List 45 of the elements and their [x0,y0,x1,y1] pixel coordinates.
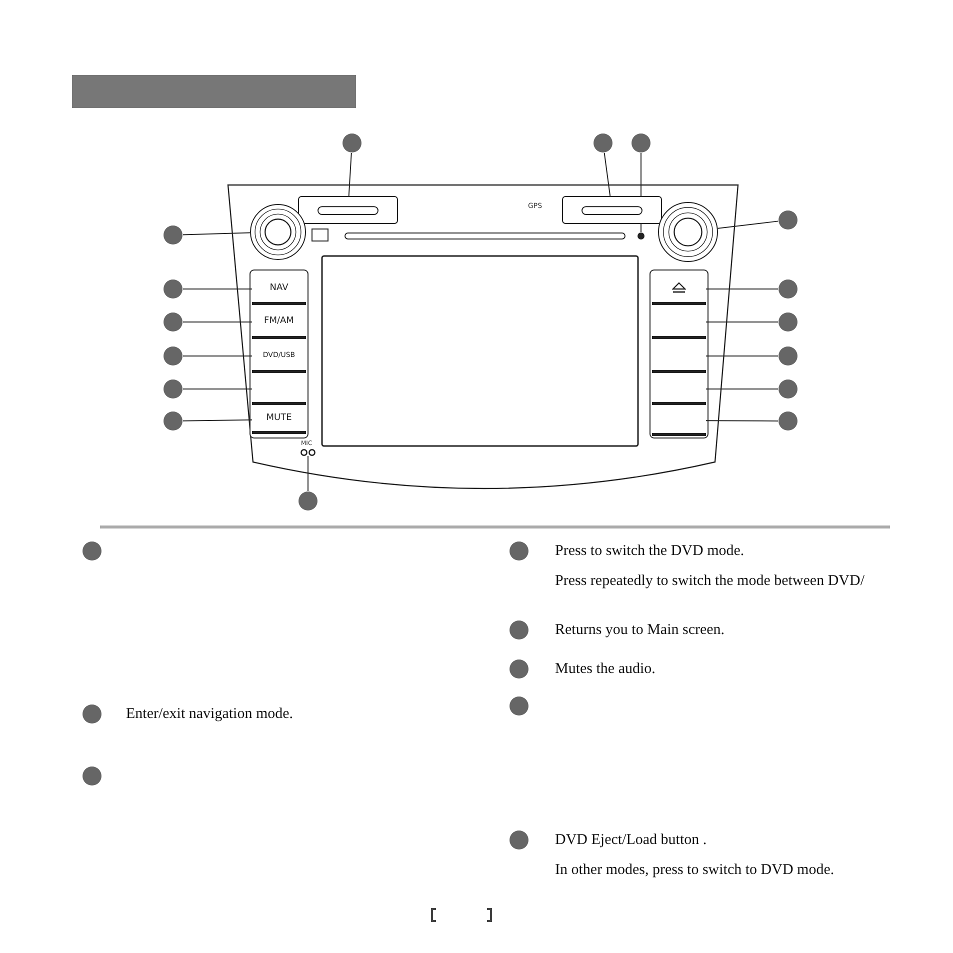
callout-circle [298,491,318,511]
description-text: Press to switch the DVD mode. [555,542,744,561]
leader-line [706,288,778,290]
leader-line [182,288,252,290]
card-slot [298,196,398,224]
callout-circle [163,312,183,332]
description-text: Mutes the audio. [555,660,656,679]
panel-button: MUTE [252,405,306,434]
leader-line [717,220,779,229]
callout-circle [778,346,798,366]
bullet-circle [509,696,529,716]
reset-hole [637,232,645,240]
description-text: In other modes, press to switch to DVD mode. [555,861,834,880]
callout-circle [778,411,798,431]
callout-circle [163,411,183,431]
description-text: Enter/exit navigation mode. [126,705,294,724]
leader-line [706,420,778,422]
callout-circle [163,225,183,245]
description-text: Press repeatedly to switch the mode between DVD/ [555,572,864,591]
leader-line [706,388,778,390]
leader-line [182,419,252,422]
knob [250,204,306,260]
description-text: DVD Eject/Load button . [555,831,707,850]
callout-circle [631,133,651,153]
panel-button: NAV [252,273,306,305]
callout-circle [778,210,798,230]
callout-circle [593,133,613,153]
callout-circle [163,379,183,399]
bullet-circle [82,541,102,561]
card-slot [562,196,662,224]
leader-line [348,152,352,196]
callout-circle [778,379,798,399]
bullet-circle [82,766,102,786]
callout-circle [342,133,362,153]
leader-line [182,388,252,390]
knob [658,202,718,262]
callout-circle [163,346,183,366]
title-bar [72,75,356,108]
callout-circle [163,279,183,299]
leader-line [604,152,611,196]
leader-line [182,232,250,236]
description-text: Returns you to Main screen. [555,621,725,640]
panel-button: FM/AM [252,305,306,339]
callout-circle [778,279,798,299]
callout-circle [778,312,798,332]
